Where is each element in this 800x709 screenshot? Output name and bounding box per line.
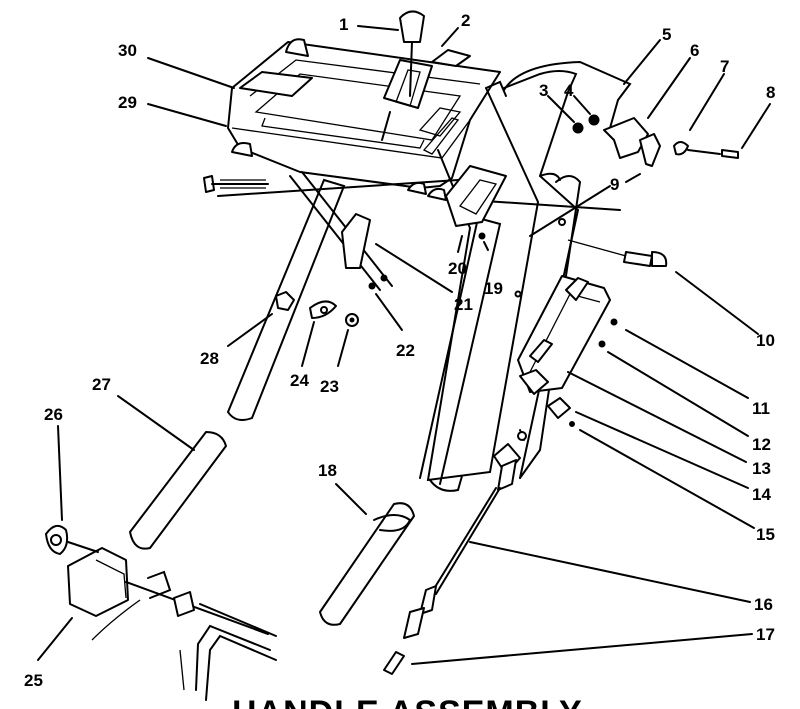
callout-18: 18 — [318, 461, 337, 480]
callout-14: 14 — [752, 485, 771, 504]
callout-8: 8 — [766, 83, 775, 102]
spring-pin — [383, 651, 405, 675]
control-panel — [227, 10, 501, 201]
callout-5: 5 — [662, 25, 671, 44]
bolt-10 — [567, 239, 668, 267]
callout-13: 13 — [752, 459, 771, 478]
callout-29: 29 — [118, 93, 137, 112]
shift-rod — [403, 429, 527, 639]
handle-bracket — [445, 165, 507, 240]
lower-mount — [91, 570, 277, 701]
grip-right — [319, 502, 415, 626]
callout-21: 21 — [454, 295, 473, 314]
callout-12: 12 — [752, 435, 771, 454]
grip-left — [129, 431, 227, 550]
callout-4: 4 — [564, 81, 574, 100]
callout-28: 28 — [200, 349, 219, 368]
callout-27: 27 — [92, 375, 111, 394]
callout-7: 7 — [720, 57, 729, 76]
callout-9: 9 — [610, 175, 619, 194]
callout-11: 11 — [752, 399, 770, 418]
callout-labels: 1 2 3 4 5 6 7 8 9 10 11 12 13 14 15 16 1… — [24, 11, 775, 690]
callout-22: 22 — [396, 341, 415, 360]
handle-plate — [341, 213, 388, 290]
callout-16: 16 — [754, 595, 773, 614]
callout-19: 19 — [484, 279, 503, 298]
cross-brace — [217, 171, 621, 291]
callout-10: 10 — [756, 331, 775, 350]
callout-15: 15 — [756, 525, 775, 544]
callout-1: 1 — [339, 15, 348, 34]
knob-bolt-set — [275, 291, 359, 327]
mounting-hardware — [572, 114, 739, 167]
callout-20: 20 — [448, 259, 467, 278]
callout-24: 24 — [290, 371, 309, 390]
callout-30: 30 — [118, 41, 137, 60]
callout-3: 3 — [539, 81, 548, 100]
callout-2: 2 — [461, 11, 470, 30]
callout-25: 25 — [24, 671, 43, 690]
callout-26: 26 — [44, 405, 63, 424]
callout-6: 6 — [690, 41, 699, 60]
callout-23: 23 — [320, 377, 339, 396]
shift-bracket — [517, 275, 618, 427]
callout-17: 17 — [756, 625, 775, 644]
diagram-title: HANDLE ASSEMBLY — [232, 694, 583, 709]
upper-handle — [426, 60, 632, 492]
carriage-bolt — [203, 175, 269, 193]
lower-handle-right — [419, 216, 502, 485]
leader-lines — [37, 25, 771, 665]
speed-control — [45, 524, 129, 617]
